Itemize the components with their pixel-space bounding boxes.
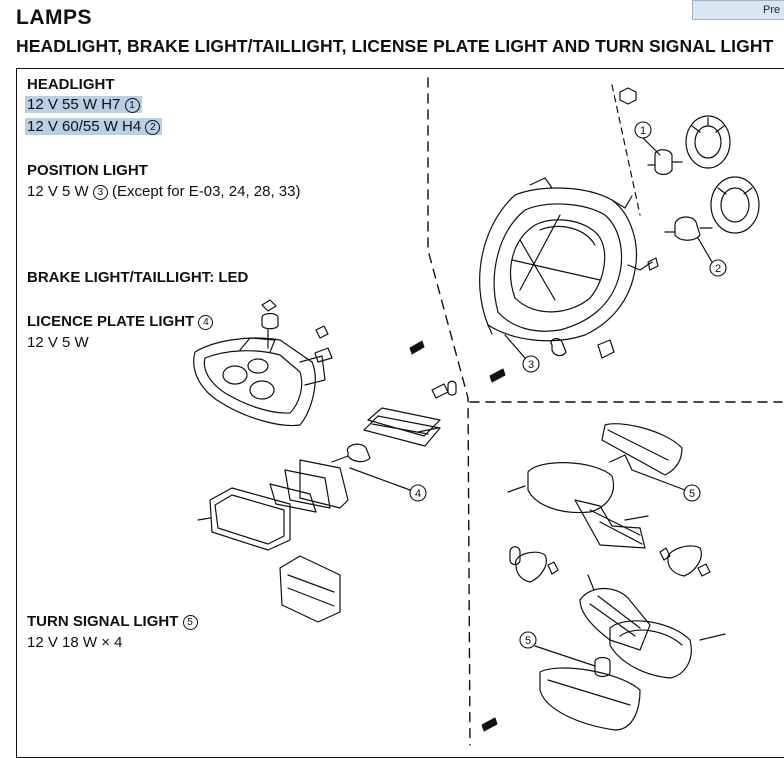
ref-badge-2: 2	[145, 120, 161, 135]
ref-badge-3: 3	[92, 185, 108, 200]
turn-signal-spec: 12 V 18 W × 4	[27, 634, 123, 651]
ref-badge-4: 4	[198, 315, 214, 330]
callout-2: 2	[715, 263, 721, 275]
position-light-note: (Except for E-03, 24, 28, 33)	[112, 183, 301, 200]
position-light-spec-text: 12 V 5 W	[27, 183, 89, 200]
socket-cover-2-drawing	[710, 176, 760, 234]
licence-plate-lens-drawing	[197, 487, 341, 623]
section-divider-lines	[427, 77, 783, 746]
turn-signal-upper-drawing	[507, 423, 701, 549]
headlight-bulb-h7-drawing	[611, 84, 683, 216]
callout-4: 4	[415, 488, 421, 500]
page-subtitle: HEADLIGHT, BRAKE LIGHT/TAILLIGHT, LICENS…	[16, 36, 774, 56]
front-arrow-markers	[409, 340, 506, 732]
headlight-spec-h4: 12 V 60/55 W H4 2	[25, 116, 163, 137]
callout-3: 3	[528, 359, 534, 371]
tail-light-drawing	[193, 299, 333, 427]
turn-signal-lower-drawing	[519, 574, 726, 731]
headlight-spec-h7: 12 V 55 W H7 1	[25, 94, 142, 115]
headlight-bulb-h4-drawing	[664, 216, 727, 277]
position-light-bulb-drawing	[504, 257, 659, 373]
callout-5-lower: 5	[525, 635, 531, 647]
page-title: LAMPS	[16, 6, 92, 29]
turn-signal-heading-row: TURN SIGNAL LIGHT 5	[27, 611, 198, 632]
callout-1: 1	[640, 125, 646, 137]
licence-light-spec: 12 V 5 W	[27, 334, 89, 351]
position-light-spec: 12 V 5 W 3 (Except for E-03, 24, 28, 33)	[27, 181, 300, 202]
previous-page-button[interactable]: Pre	[692, 0, 784, 20]
licence-light-heading-row: LICENCE PLATE LIGHT 4	[27, 311, 214, 332]
callout-5-upper: 5	[689, 488, 695, 500]
headlight-heading: HEADLIGHT	[27, 76, 115, 93]
ref-badge-1: 1	[124, 98, 140, 113]
position-light-heading: POSITION LIGHT	[27, 162, 148, 179]
licence-light-heading: LICENCE PLATE LIGHT	[27, 313, 195, 330]
headlight-spec-h7-text: 12 V 55 W H7	[27, 96, 121, 113]
headlight-housing-drawing	[479, 177, 653, 342]
licence-plate-light-drawing	[269, 380, 457, 513]
socket-cover-1-drawing	[685, 115, 731, 169]
ref-badge-5: 5	[182, 615, 198, 630]
turn-signal-mounts-drawing	[509, 545, 711, 583]
brake-light-heading: BRAKE LIGHT/TAILLIGHT: LED	[27, 269, 249, 286]
turn-signal-heading: TURN SIGNAL LIGHT	[27, 613, 179, 630]
headlight-spec-h4-text: 12 V 60/55 W H4	[27, 118, 142, 135]
